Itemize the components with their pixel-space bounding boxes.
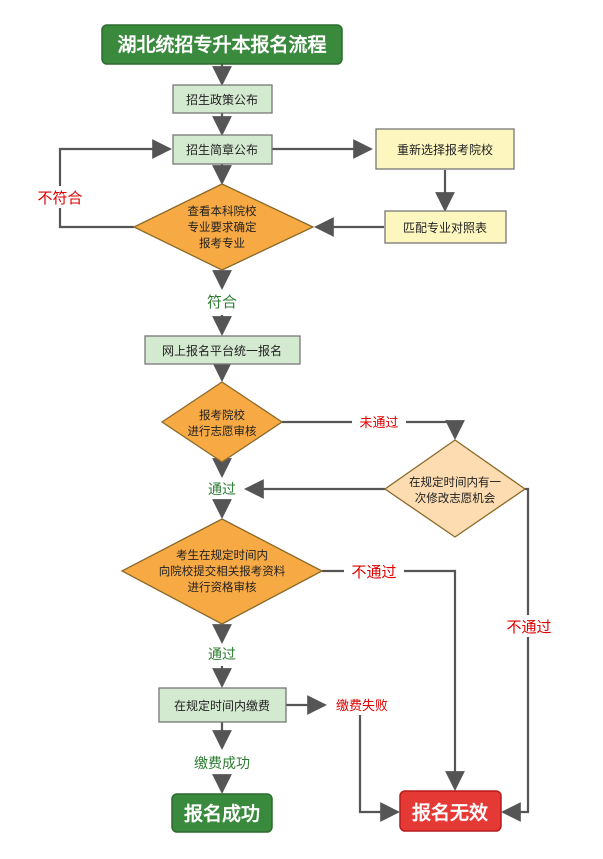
qualification-line1: 考生在规定时间内 [176,548,268,562]
check-major-line3: 报考专业 [199,236,245,250]
label-match: 符合 [207,293,237,311]
label-not-match: 不符合 [37,189,82,207]
label-pay-success: 缴费成功 [194,756,250,772]
arrow-payfailed-to-invalid [358,715,400,822]
policy-node: 招生政策公布 [172,84,273,114]
qualification-line3: 进行资格审核 [188,580,257,594]
qualification-line2: 向院校提交相关报考资料 [159,564,286,578]
label-not-passed-modify: 不通过 [506,618,551,636]
modify-chance-line2: 次修改志愿机会 [415,491,496,505]
online-register-node: 网上报名平台统一报名 [144,335,301,365]
arrow-notpassed-to-modify [406,420,465,440]
reselect-text: 重新选择报考院校 [397,142,493,157]
reselect-node: 重新选择报考院校 [375,128,515,170]
check-major-line1: 查看本科院校 [188,204,257,218]
check-major-line2: 专业要求确定 [188,220,257,234]
success-text: 报名成功 [184,802,260,825]
label-pay-failed: 缴费失败 [336,699,388,714]
label-passed-qualification: 通过 [208,647,236,663]
arrow-modify-to-invalid [501,487,530,822]
label-passed-review: 通过 [208,482,236,498]
pay-node: 在规定时间内缴费 [158,687,287,723]
match-table-text: 匹配专业对照表 [403,220,487,235]
modify-chance-diamond: 在规定时间内有一 次修改志愿机会 [383,439,527,538]
review-wish-line1: 报考院校 [199,408,245,422]
arrow-notpassed-to-invalid [404,569,465,791]
check-major-diamond: 查看本科院校 专业要求确定 报考专业 [132,183,315,271]
page-title: 湖北统招专升本报名流程 [117,33,326,56]
review-wish-line2: 进行志愿审核 [188,424,257,438]
review-wish-diamond: 报考院校 进行志愿审核 [160,381,284,463]
label-not-passed-qualification: 不通过 [351,563,396,581]
pay-text: 在规定时间内缴费 [174,698,270,713]
policy-text: 招生政策公布 [186,93,258,107]
connectors [58,64,530,822]
invalid-text: 报名无效 [412,801,488,824]
brochure-node: 招生简章公布 [172,134,273,165]
success-node: 报名成功 [171,793,273,833]
label-not-passed-review: 未通过 [359,416,398,431]
edge-labels: 不符合 符合 未通过 通过 不通过 不通过 通过 缴费失败 缴费成功 [33,186,560,772]
invalid-node: 报名无效 [399,790,502,832]
qualification-diamond: 考生在规定时间内 向院校提交相关报考资料 进行资格审核 [120,518,324,625]
title-node: 湖北统招专升本报名流程 [101,24,343,65]
match-table-node: 匹配专业对照表 [384,210,507,244]
modify-chance-line1: 在规定时间内有一 [409,475,501,489]
online-register-text: 网上报名平台统一报名 [162,343,282,358]
brochure-text: 招生简章公布 [186,142,258,157]
